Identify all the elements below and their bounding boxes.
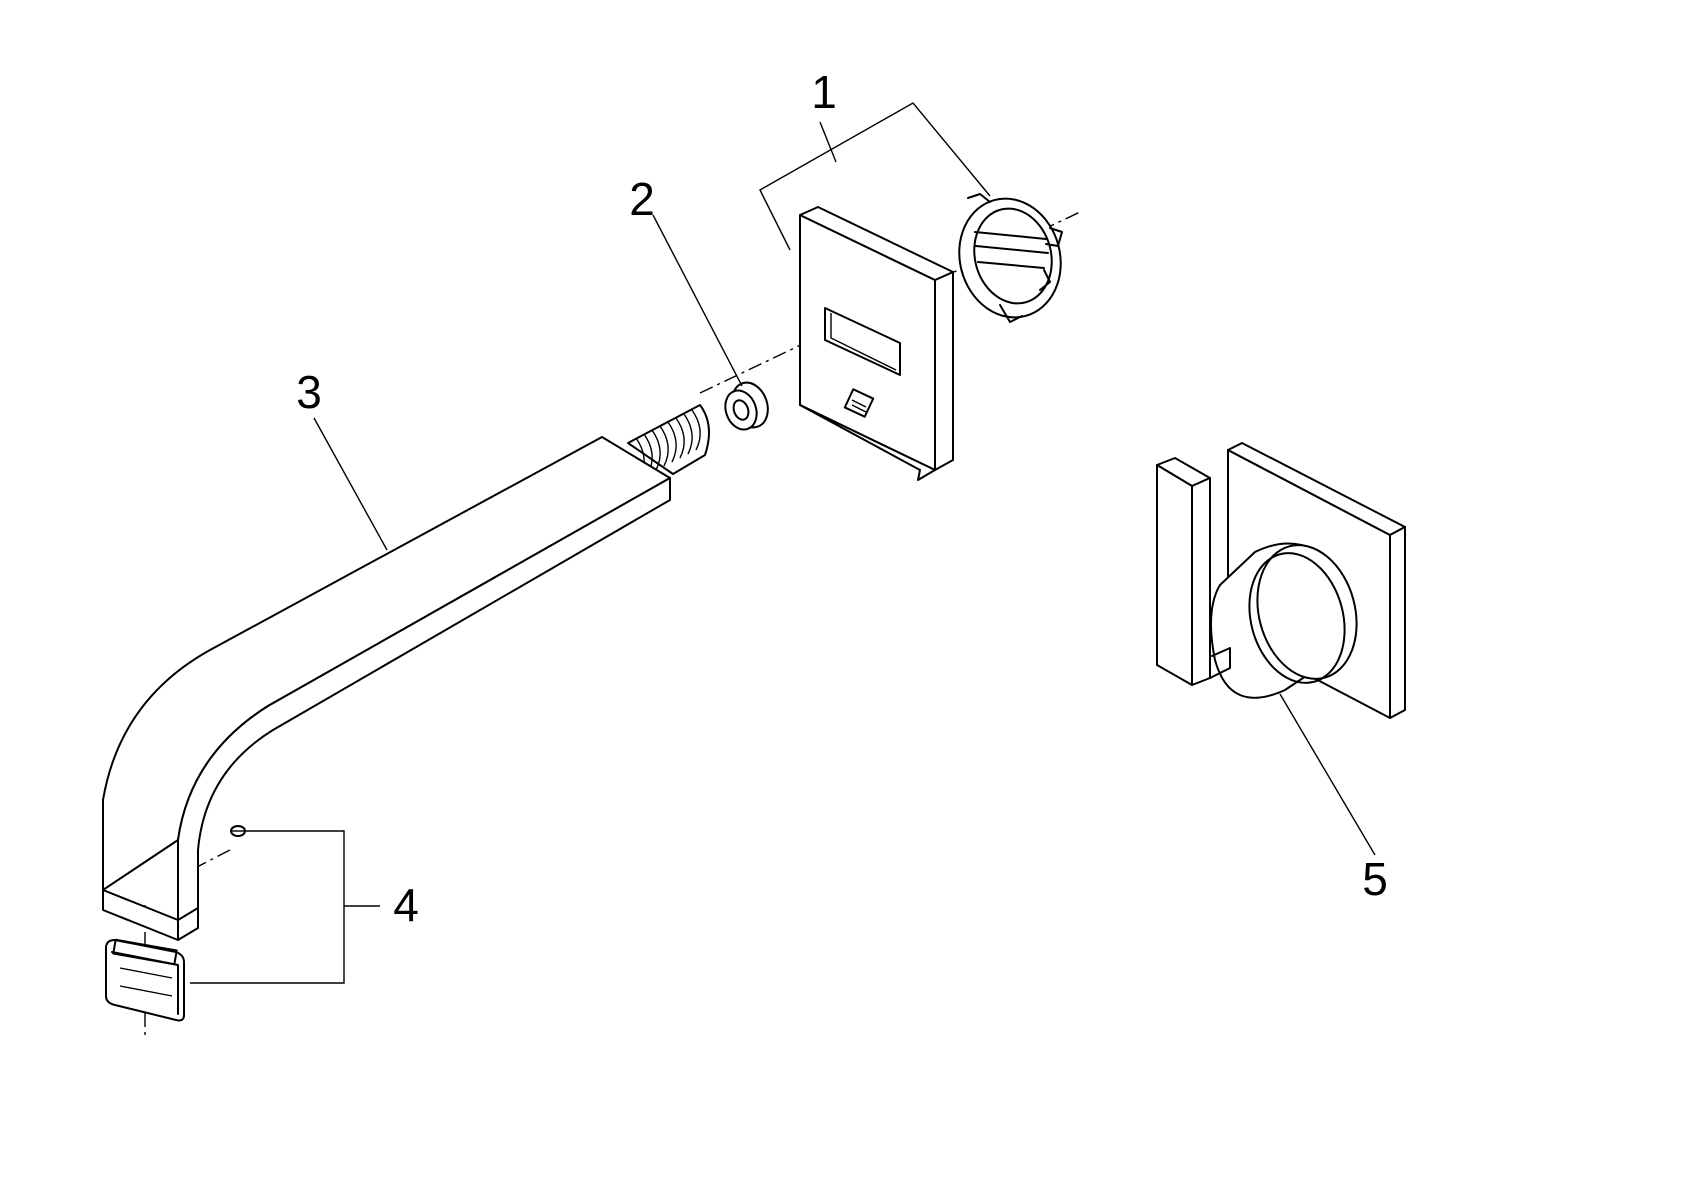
leader-1 (759, 102, 991, 251)
callout-5: 5 (1362, 853, 1388, 905)
callout-1: 1 (811, 66, 837, 118)
callout-2: 2 (629, 173, 655, 225)
leader-2 (652, 214, 743, 387)
part-aerator (105, 938, 185, 1022)
part-mounting-ring (958, 193, 1063, 323)
part-cover-plate (799, 206, 954, 481)
part-washer (724, 381, 769, 431)
leader-lines (190, 102, 1376, 984)
leader-5 (1279, 693, 1376, 856)
aerator-axis (194, 849, 231, 869)
part-mixer-handle (1156, 442, 1406, 719)
part-spout (102, 404, 710, 941)
callout-4: 4 (393, 879, 419, 931)
leader-4 (190, 830, 345, 984)
leader-3 (313, 417, 388, 551)
leader-1-stem (819, 121, 837, 163)
callout-3: 3 (296, 366, 322, 418)
